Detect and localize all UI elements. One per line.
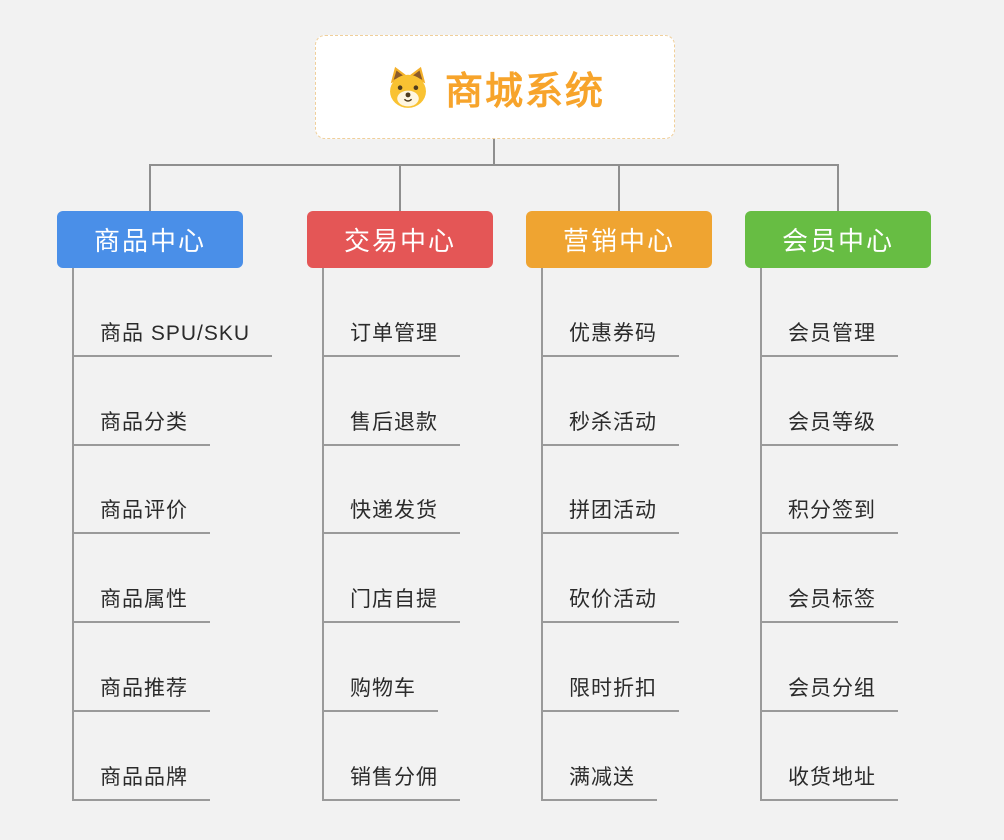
child-node[interactable]: 商品品牌 — [72, 761, 210, 801]
child-node[interactable]: 售后退款 — [322, 406, 460, 446]
child-node[interactable]: 商品分类 — [72, 406, 210, 446]
child-node[interactable]: 拼团活动 — [541, 494, 679, 535]
child-node[interactable]: 门店自提 — [322, 583, 460, 624]
child-node[interactable]: 商品 SPU/SKU — [72, 317, 273, 357]
branch-node-member-center[interactable]: 会员中心 — [745, 211, 931, 268]
child-node[interactable]: 会员等级 — [760, 406, 898, 446]
child-node[interactable]: 积分签到 — [760, 494, 898, 535]
child-node[interactable]: 限时折扣 — [541, 672, 679, 712]
branch-children-marketing-center: 优惠券码 秒杀活动 拼团活动 砍价活动 限时折扣 满减送 — [541, 268, 679, 801]
child-node[interactable]: 商品推荐 — [72, 672, 210, 712]
child-node[interactable]: 优惠券码 — [541, 317, 679, 357]
child-node[interactable]: 购物车 — [322, 672, 438, 712]
connector-horizontal-bar — [149, 164, 839, 166]
child-node[interactable]: 秒杀活动 — [541, 406, 679, 446]
connector-branch-line — [541, 268, 543, 801]
child-node[interactable]: 会员分组 — [760, 672, 898, 712]
child-node[interactable]: 收货地址 — [760, 761, 898, 801]
child-node[interactable]: 满减送 — [541, 761, 657, 801]
branch-label: 营销中心 — [562, 226, 675, 256]
branch-children-trade-center: 订单管理 售后退款 快递发货 门店自提 购物车 销售分佣 — [322, 268, 460, 801]
connector-drop-2 — [399, 164, 401, 211]
child-node[interactable]: 砍价活动 — [541, 583, 679, 624]
branch-node-trade-center[interactable]: 交易中心 — [307, 211, 493, 268]
connector-drop-3 — [618, 164, 620, 211]
child-node[interactable]: 商品属性 — [72, 583, 210, 624]
child-node[interactable]: 订单管理 — [322, 317, 460, 357]
branch-label: 会员中心 — [781, 226, 894, 256]
branch-node-product-center[interactable]: 商品中心 — [57, 211, 243, 268]
root-node[interactable]: 商城系统 — [315, 35, 675, 139]
child-node[interactable]: 销售分佣 — [322, 761, 460, 801]
connector-branch-line — [760, 268, 762, 801]
branch-label: 商品中心 — [93, 226, 206, 256]
connector-drop-4 — [837, 164, 839, 211]
connector-branch-line — [72, 268, 74, 801]
dog-icon — [390, 66, 426, 108]
connector-root-stem — [493, 139, 495, 165]
branch-children-member-center: 会员管理 会员等级 积分签到 会员标签 会员分组 收货地址 — [760, 268, 898, 801]
child-node[interactable]: 会员管理 — [760, 317, 898, 357]
connector-drop-1 — [149, 164, 151, 211]
child-node[interactable]: 会员标签 — [760, 583, 898, 624]
branch-label: 交易中心 — [343, 226, 456, 256]
child-node[interactable]: 商品评价 — [72, 494, 210, 535]
branch-node-marketing-center[interactable]: 营销中心 — [526, 211, 712, 268]
connector-branch-line — [322, 268, 324, 801]
branch-children-product-center: 商品 SPU/SKU 商品分类 商品评价 商品属性 商品推荐 商品品牌 — [72, 268, 273, 801]
child-node[interactable]: 快递发货 — [322, 494, 460, 535]
root-title: 商城系统 — [444, 70, 605, 113]
